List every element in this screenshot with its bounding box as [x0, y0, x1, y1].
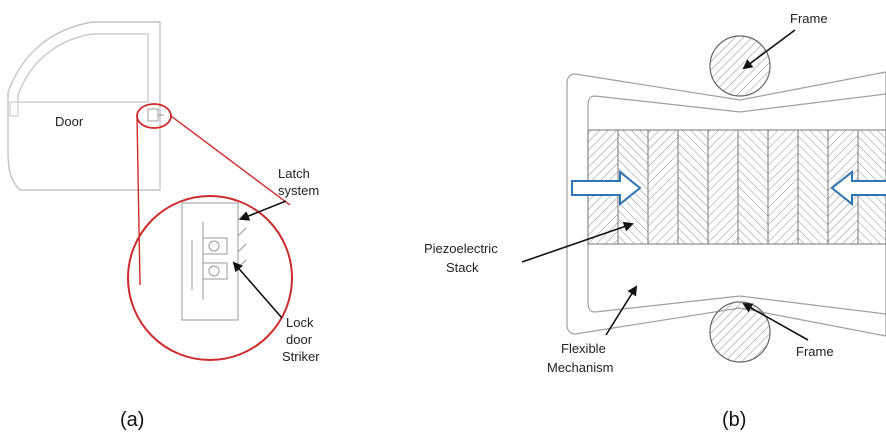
- latch-system-arrow: [239, 200, 287, 221]
- flexible-mechanism-arrow: [605, 285, 638, 336]
- flexible-mechanism-label: Flexible Mechanism: [547, 341, 613, 375]
- latch-zoom-source-circle: [136, 103, 172, 129]
- piezoelectric-stack-arrow: [521, 221, 634, 263]
- panel-a: Door Latch system: [7, 21, 320, 431]
- striker-arrow: [232, 261, 283, 319]
- frame-top-roller: [709, 35, 771, 97]
- door-window-outline: [17, 33, 149, 103]
- flexible-mechanism-outer: [566, 71, 886, 337]
- door-label: Door: [55, 114, 84, 129]
- frame-top-label: Frame: [790, 11, 828, 26]
- panel-b: Frame Frame Piezoelectric Stack Flexible…: [424, 11, 886, 431]
- caption-a: (a): [120, 409, 144, 431]
- zoom-line-right: [170, 115, 291, 206]
- door-handle: [9, 101, 19, 117]
- latch-detail: [181, 202, 247, 321]
- flexible-mechanism-inner: [587, 93, 886, 315]
- latch-zoom-circle: [127, 195, 293, 361]
- zoom-line-left: [136, 115, 141, 286]
- car-door-outline: [7, 21, 161, 191]
- latch-system-label: Latch system: [278, 166, 319, 198]
- lock-door-striker-label: Lock door Striker: [282, 315, 320, 364]
- frame-bottom-label: Frame: [796, 344, 834, 359]
- frame-bottom-roller: [709, 301, 771, 363]
- frame-top-arrow: [742, 29, 796, 70]
- piezoelectric-stack-label: Piezoelectric Stack: [424, 241, 501, 275]
- force-arrow-right: [830, 169, 886, 207]
- frame-bottom-arrow: [742, 303, 809, 341]
- caption-b: (b): [722, 409, 746, 431]
- force-arrow-left: [571, 169, 642, 207]
- latch-mini-icon: [147, 108, 159, 122]
